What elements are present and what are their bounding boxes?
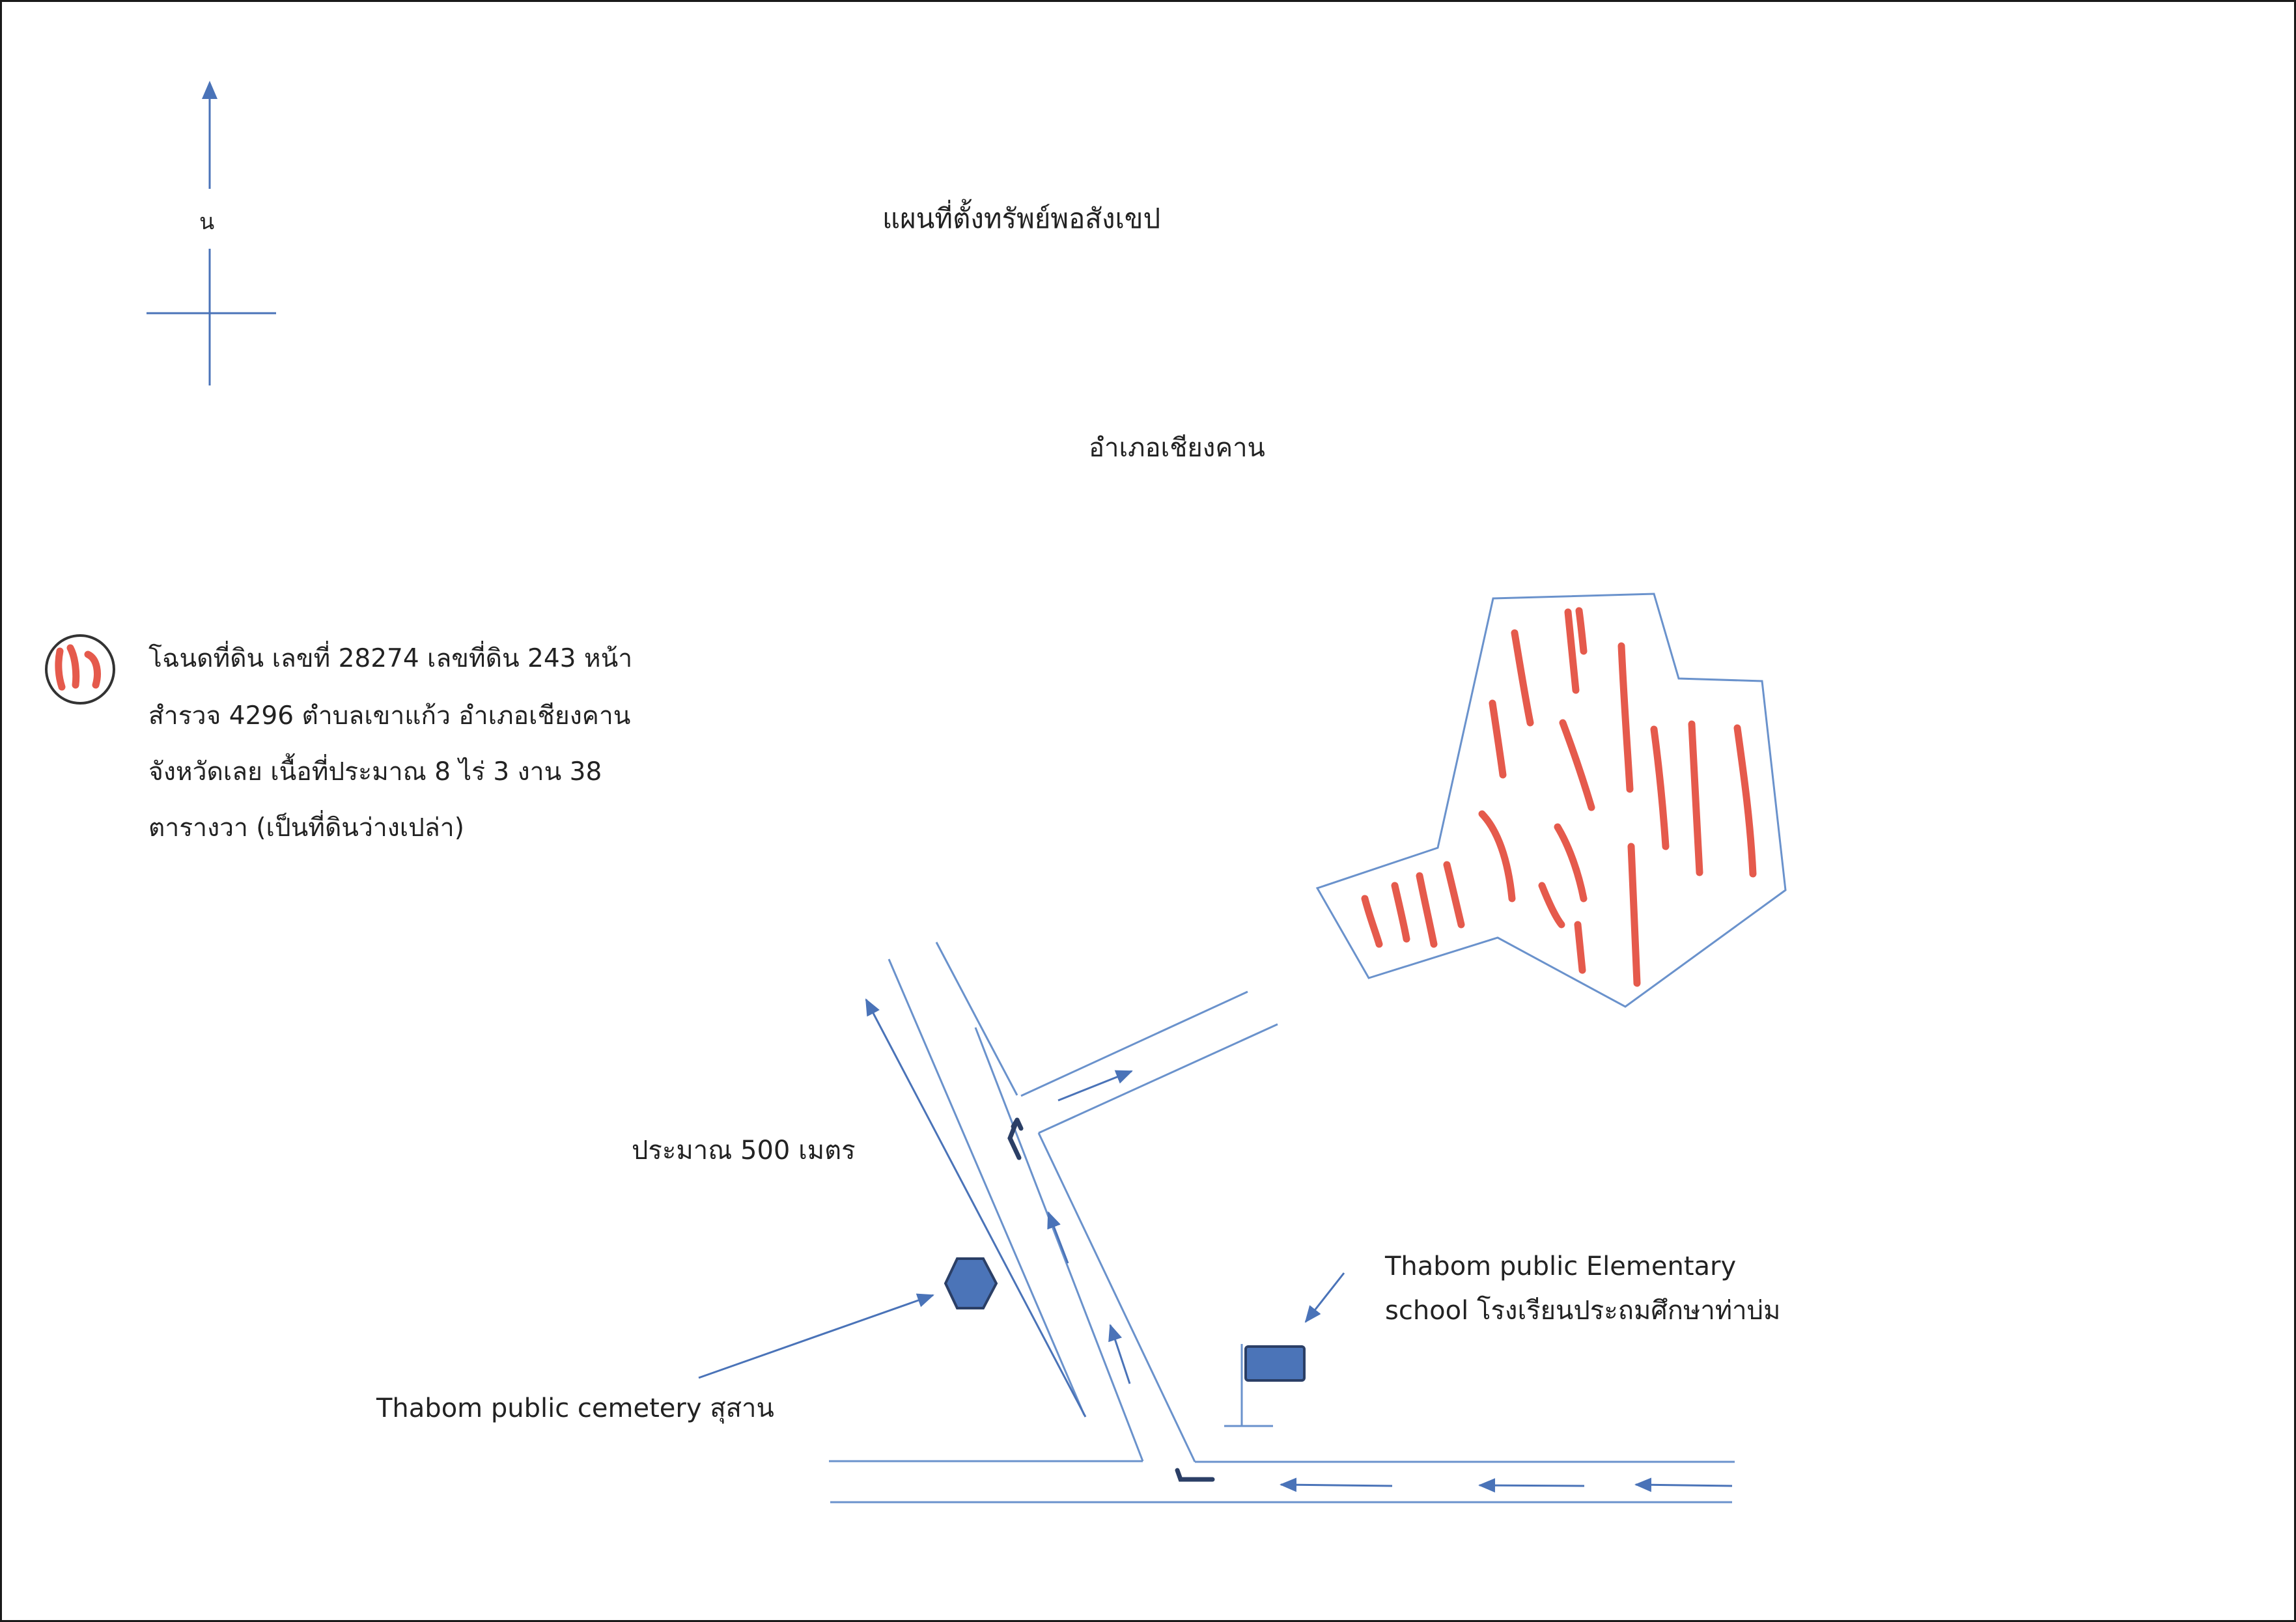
district-label: อำเภอเชียงคาน (1089, 433, 1265, 463)
parcel-description-line: จังหวัดเลย เนื้อที่ประมาณ 8 ไร่ 3 งาน 38 (148, 757, 602, 787)
north-letter-label: น (199, 209, 215, 235)
cemetery-pointer-arrow-icon (698, 1293, 934, 1379)
parcel-description-line: โฉนดที่ดิน เลขที่ 28274 เลขที่ดิน 243 หน… (148, 644, 633, 673)
parcel-description-line: ตารางวา (เป็นที่ดินว่างเปล่า) (148, 813, 464, 843)
cemetery-label: Thabom public cemetery สุสาน (376, 1393, 774, 1423)
school-label-line1: Thabom public Elementary (1385, 1251, 1737, 1281)
road-branch-upper-edge (1038, 1023, 1278, 1134)
arrow-west-2-icon (1478, 1478, 1585, 1493)
map-title: แผนที่ตั้งทรัพย์พอสังเขป (882, 203, 1161, 234)
arrow-branch-east-icon (1057, 1070, 1133, 1102)
school-flag-icon (1224, 1344, 1306, 1427)
arrow-up-road-icon (1047, 1211, 1069, 1264)
land-parcel (1315, 593, 1787, 1008)
school-pointer-arrow-icon (1304, 1272, 1345, 1323)
road-diagonal-left-edge (888, 958, 1085, 1416)
cemetery-hexagon-icon (944, 1257, 998, 1309)
turn-left-icon (1175, 1468, 1215, 1482)
arrow-road-north-icon (865, 998, 1087, 1418)
road-diagonal-right-edge-lower (1037, 1132, 1196, 1462)
north-arrow (147, 81, 276, 385)
direction-arrows (698, 998, 1733, 1493)
road-diagonal-center (974, 1027, 1144, 1462)
turn-indicators (1007, 1117, 1215, 1482)
arrow-up-road-lower-icon (1108, 1324, 1131, 1384)
road-diagonal-right-edge-upper (935, 942, 1018, 1096)
north-arrow-head-icon (202, 81, 217, 99)
roads (829, 942, 1735, 1503)
parcel-hatch (1361, 607, 1757, 987)
distance-label: ประมาณ 500 เมตร (632, 1136, 856, 1166)
parcel-description-line: สำรวจ 4296 ตำบลเขาแก้ว อำเภอเชียงคาน (148, 701, 631, 731)
school-label-line2: school โรงเรียนประถมศึกษาท่าบ่ม (1385, 1296, 1781, 1326)
arrow-west-1-icon (1280, 1477, 1393, 1492)
arrow-west-3-icon (1634, 1477, 1733, 1492)
parcel-marker (45, 634, 115, 705)
road-branch-lower-edge-start (1020, 990, 1248, 1097)
